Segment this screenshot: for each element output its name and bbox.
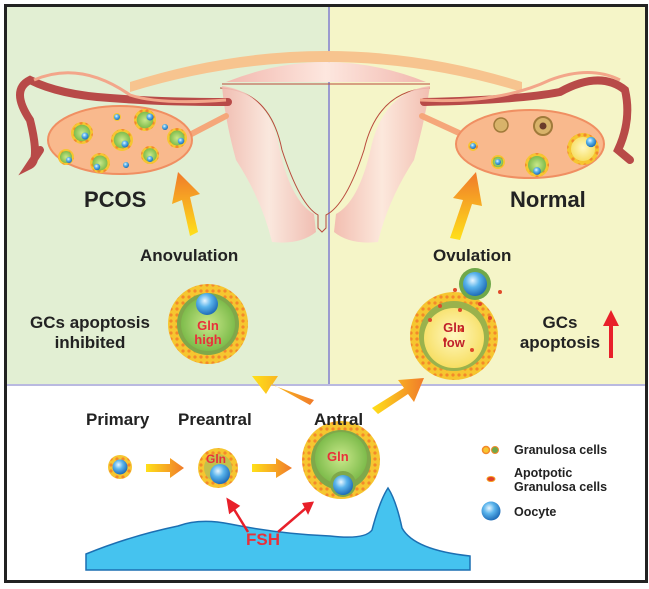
primary-to-preantral-arrow bbox=[146, 458, 184, 478]
primary-follicle bbox=[108, 455, 132, 479]
ovary-follicle bbox=[525, 153, 549, 177]
anovulation-label: Anovulation bbox=[140, 246, 239, 265]
ovary-follicle bbox=[71, 122, 93, 144]
text-line: Gln bbox=[443, 320, 465, 335]
ovary-follicle bbox=[123, 162, 129, 168]
ovary-follicle bbox=[90, 153, 110, 173]
vertical-divider bbox=[328, 7, 330, 384]
ovulation-arrow bbox=[450, 172, 482, 240]
uterus bbox=[130, 51, 522, 243]
label-line: GCs apoptosis bbox=[30, 313, 150, 332]
horizontal-divider bbox=[7, 384, 645, 386]
oocyte-icon bbox=[481, 501, 501, 521]
legend-apoptotic-granulosa-cells: Apotpotic Granulosa cells bbox=[514, 466, 607, 494]
legend-line: Apotpotic bbox=[514, 466, 573, 480]
pcos-follicles bbox=[58, 109, 187, 173]
label-line: inhibited bbox=[54, 333, 126, 352]
legend-line: Granulosa cells bbox=[514, 480, 608, 494]
follicle-gln-high bbox=[168, 284, 248, 364]
label-line: apoptosis bbox=[519, 333, 601, 352]
gln-high-text: Gln high bbox=[188, 319, 228, 347]
stage-label-primary: Primary bbox=[86, 410, 150, 429]
anovulation-arrow bbox=[172, 172, 200, 236]
ovary-follicle bbox=[468, 141, 478, 151]
text-line: low bbox=[443, 335, 465, 350]
gln-low-text: Gln low bbox=[434, 320, 474, 350]
normal-follicles bbox=[468, 133, 599, 177]
ovulation-label: Ovulation bbox=[433, 246, 512, 265]
stage-label-antral: Antral bbox=[314, 410, 364, 429]
figure-frame bbox=[4, 4, 648, 583]
ovary-follicle bbox=[134, 109, 156, 131]
apoptotic-granulosa-cells-icon bbox=[486, 476, 496, 482]
pcos-ovary bbox=[16, 71, 232, 176]
label-line: GCs bbox=[542, 313, 578, 332]
legend-oocyte: Oocyte bbox=[514, 505, 557, 519]
increase-arrow-icon bbox=[603, 310, 619, 358]
ovary-follicle bbox=[141, 146, 159, 164]
ovary-follicle bbox=[58, 149, 74, 165]
text-line: Gln bbox=[197, 318, 219, 333]
ovary-follicle bbox=[111, 129, 133, 151]
ovary-follicle bbox=[167, 128, 187, 148]
ovary-follicle bbox=[491, 155, 505, 169]
legend-granulosa-cells: Granulosa cells bbox=[514, 443, 608, 457]
text-line: high bbox=[194, 332, 222, 347]
antral-follicle bbox=[302, 421, 380, 499]
pcos-label: PCOS bbox=[84, 187, 147, 212]
antral-to-normal-arrow bbox=[372, 378, 424, 414]
ovary-follicle bbox=[567, 133, 599, 165]
normal-label: Normal bbox=[510, 187, 586, 212]
normal-ovary bbox=[419, 71, 634, 179]
antral-to-pcos-arrow bbox=[252, 376, 314, 405]
fsh-curve bbox=[85, 486, 471, 571]
gcs-apoptosis-label: GCs apoptosis bbox=[515, 313, 605, 353]
ovary-follicle bbox=[162, 124, 168, 130]
stage-label-preantral: Preantral bbox=[178, 410, 252, 429]
gcs-apoptosis-inhibited-label: GCs apoptosis inhibited bbox=[20, 313, 160, 353]
preantral-follicle bbox=[198, 448, 238, 488]
preantral-gln-text: Gln bbox=[206, 452, 226, 466]
antral-gln-text: Gln bbox=[327, 449, 349, 464]
granulosa-cells-icon bbox=[481, 445, 499, 455]
follicle-gln-low bbox=[410, 268, 502, 380]
fsh-label: FSH bbox=[246, 530, 280, 549]
ovary-follicle bbox=[113, 113, 121, 121]
preantral-to-antral-arrow bbox=[252, 458, 292, 478]
fsh-arrows bbox=[226, 497, 315, 533]
